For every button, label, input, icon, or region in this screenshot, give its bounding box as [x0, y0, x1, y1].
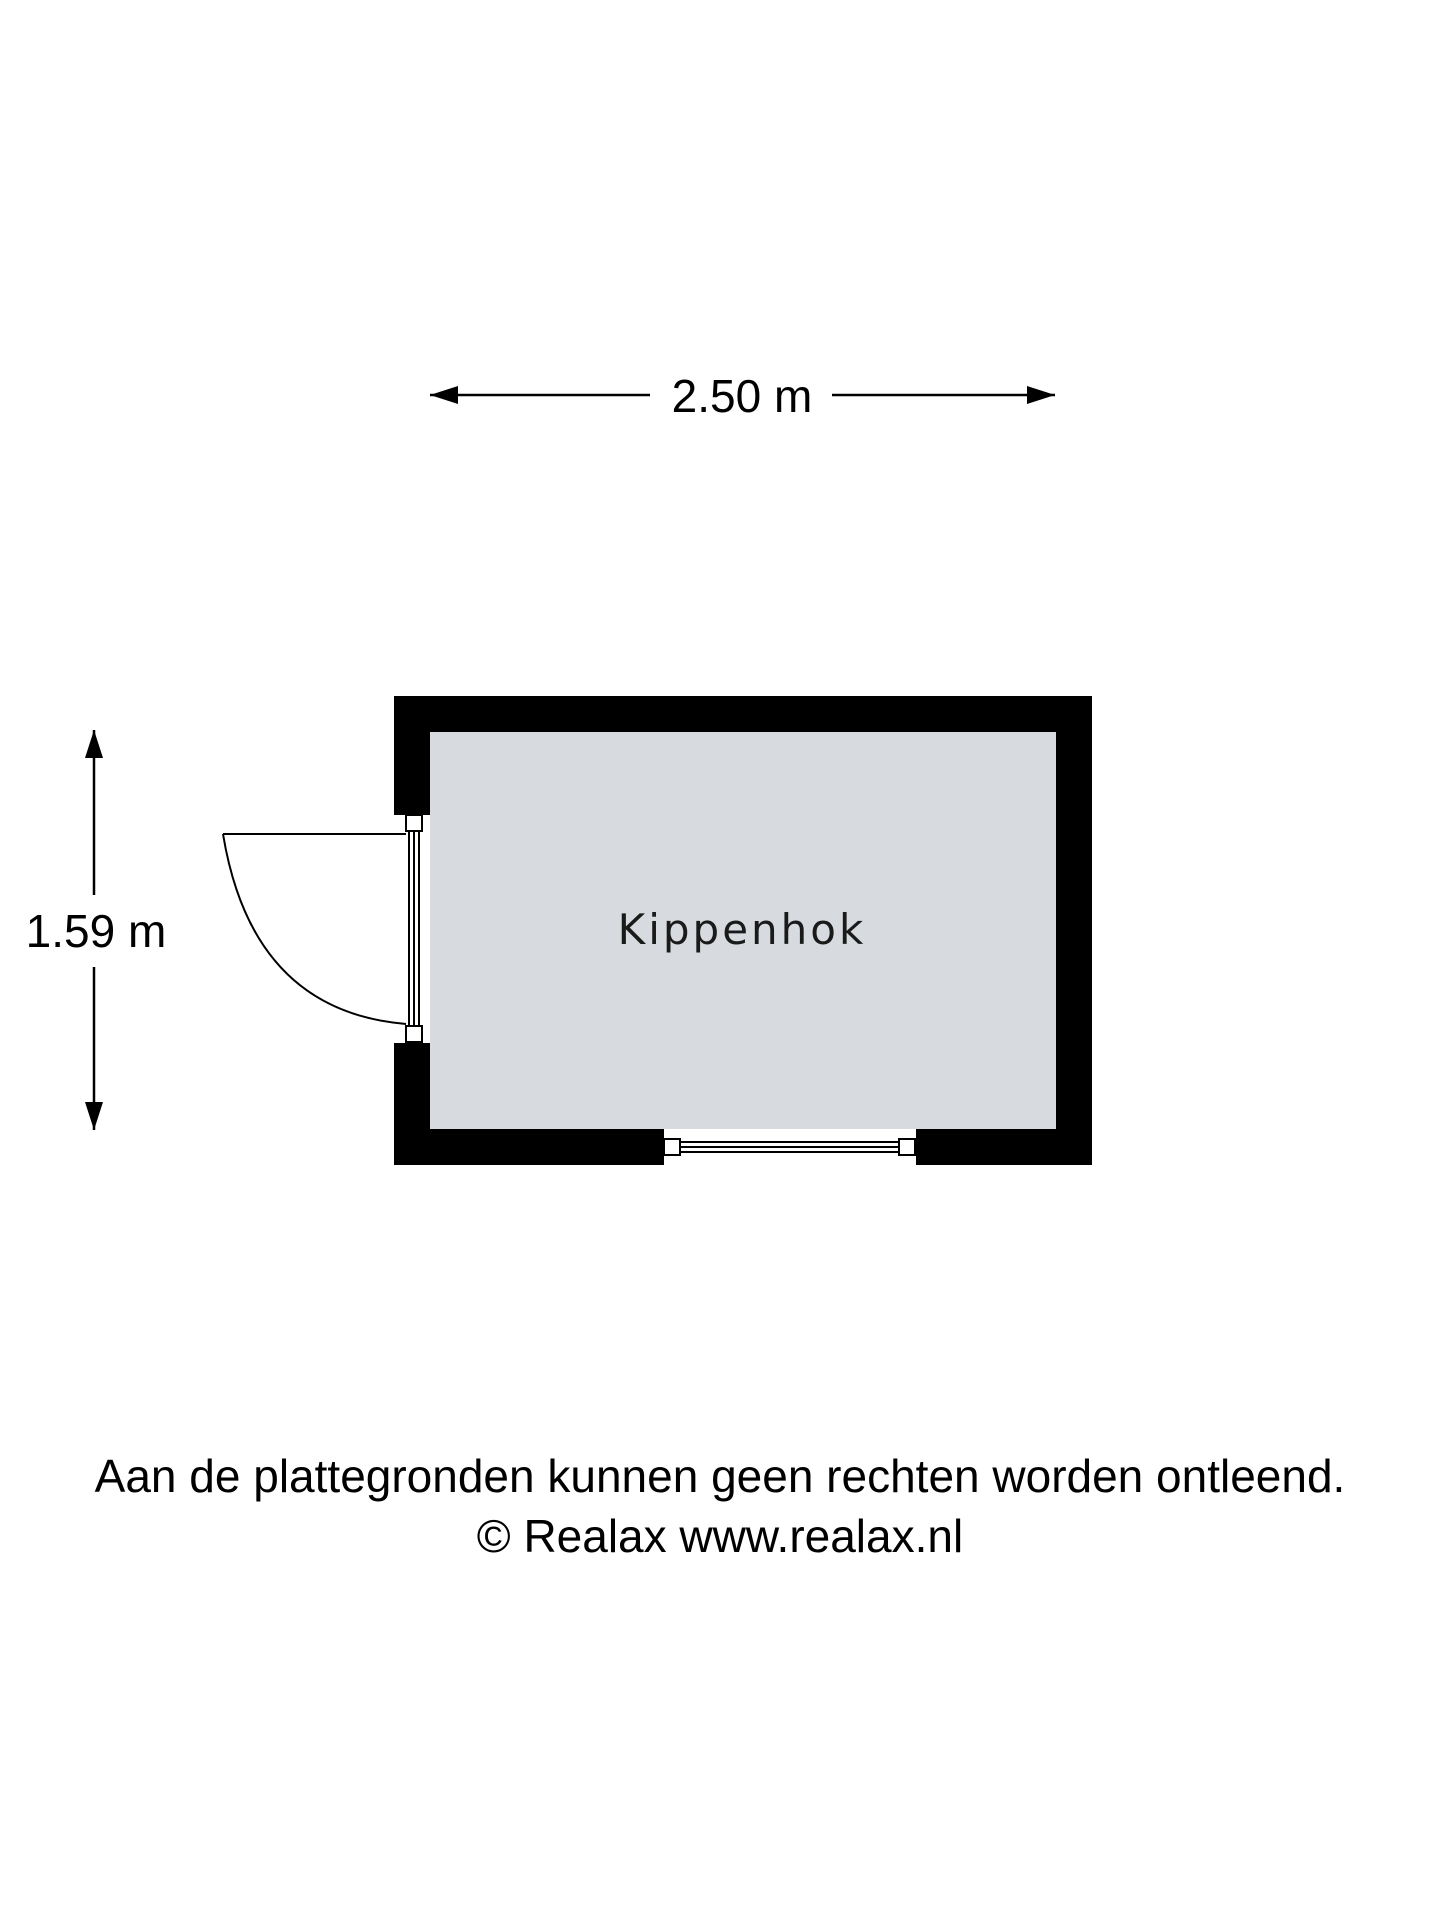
width-dimension: 2.50 m — [430, 370, 1055, 422]
door-frame-top — [405, 814, 423, 832]
height-arrow-bottom — [85, 1102, 103, 1130]
door-frame-bottom — [405, 1025, 423, 1043]
height-label: 1.59 m — [26, 905, 167, 957]
room-label: Kippenhok — [618, 905, 867, 954]
width-arrow-left — [430, 386, 458, 404]
disclaimer-text: Aan de plattegronden kunnen geen rechten… — [94, 1450, 1346, 1502]
window-frame-left — [663, 1138, 681, 1156]
width-label: 2.50 m — [672, 370, 813, 422]
width-arrow-right — [1027, 386, 1055, 404]
window-frame-right — [898, 1138, 916, 1156]
height-arrow-top — [85, 730, 103, 758]
height-dimension: 1.59 m — [26, 730, 167, 1130]
door-opening-left — [394, 815, 430, 1043]
door-swing-arc — [222, 833, 407, 1025]
room-floor — [430, 732, 1056, 1129]
copyright-text: © Realax www.realax.nl — [476, 1510, 964, 1562]
